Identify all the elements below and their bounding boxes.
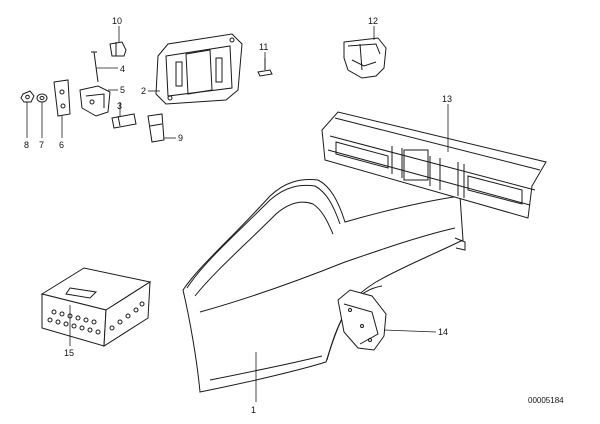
callout-5: 5 bbox=[120, 85, 125, 95]
callout-6: 6 bbox=[59, 140, 64, 150]
clip-10 bbox=[109, 41, 127, 57]
bracket-6 bbox=[53, 79, 71, 117]
callout-8: 8 bbox=[24, 140, 29, 150]
callout-11: 11 bbox=[259, 42, 268, 52]
callouts: 1 2 3 4 5 6 7 8 9 10 11 12 13 14 15 bbox=[24, 16, 452, 415]
cover-14 bbox=[337, 289, 387, 351]
grommet-7 bbox=[36, 93, 48, 103]
callout-12: 12 bbox=[368, 16, 378, 26]
callout-7: 7 bbox=[39, 140, 44, 150]
rod-4 bbox=[91, 51, 99, 83]
rear-panel bbox=[321, 111, 547, 219]
leader-lines bbox=[26, 26, 449, 402]
callout-4: 4 bbox=[120, 64, 125, 74]
reference-number: 00005184 bbox=[528, 396, 564, 405]
latch-9 bbox=[147, 113, 165, 143]
callout-1: 1 bbox=[251, 405, 256, 415]
box-15 bbox=[40, 267, 152, 347]
callout-15: 15 bbox=[64, 348, 74, 358]
callout-10: 10 bbox=[112, 16, 122, 26]
hinge-5 bbox=[79, 85, 111, 117]
damper-3 bbox=[111, 113, 137, 129]
filler-housing-2 bbox=[155, 33, 243, 105]
callout-13: 13 bbox=[442, 94, 452, 104]
callout-14: 14 bbox=[438, 327, 448, 337]
bracket-12 bbox=[343, 37, 387, 79]
nut-8 bbox=[20, 90, 35, 103]
pin-11 bbox=[257, 58, 273, 77]
callout-9: 9 bbox=[178, 133, 183, 143]
callout-3: 3 bbox=[117, 101, 122, 111]
quarter-panel bbox=[182, 179, 466, 393]
callout-2: 2 bbox=[141, 86, 146, 96]
